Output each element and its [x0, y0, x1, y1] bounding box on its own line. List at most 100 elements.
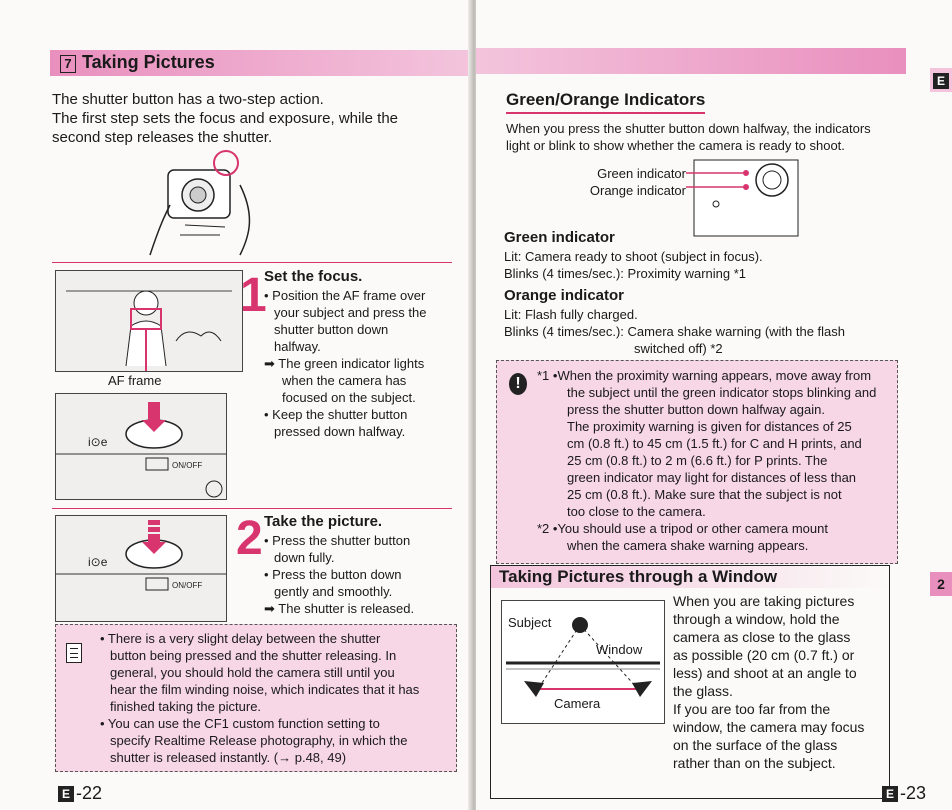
- window-line: rather than on the subject.: [673, 755, 836, 771]
- intro-text: The shutter button has a two-step action…: [52, 90, 398, 147]
- window-angle-diagram: [506, 617, 660, 697]
- step1-line: shutter button down: [274, 322, 389, 337]
- window-line: less) and shoot at an angle to: [673, 665, 857, 681]
- caution-text: *1 •When the proximity warning appears, …: [537, 367, 893, 554]
- divider-step2: [52, 508, 452, 509]
- note-line: shutter is released instantly. (→ p.48, …: [110, 750, 347, 765]
- intro-line: The first step sets the focus and exposu…: [52, 110, 399, 127]
- svg-text:i⊙e: i⊙e: [88, 435, 108, 449]
- chapter-tab: 2: [930, 572, 952, 596]
- step1-text: • Position the AF frame over your subjec…: [264, 287, 454, 440]
- intro-line: second step releases the shutter.: [52, 129, 273, 146]
- intro-line: The shutter button has a two-step action…: [52, 91, 324, 108]
- e-tab-icon: E: [933, 73, 949, 89]
- note-line: general, you should hold the camera stil…: [110, 665, 395, 680]
- camera-top-illustration: i⊙e ON/OFF: [56, 402, 226, 498]
- caution-line: *1 •When the proximity warning appears, …: [537, 368, 872, 383]
- hand-camera-illustration: [149, 150, 251, 256]
- e-badge-icon: E: [881, 785, 898, 802]
- orange-indicator-text: Lit: Flash fully charged. Blinks (4 time…: [504, 306, 924, 357]
- window-line: When you are taking pictures: [673, 593, 855, 609]
- af-frame-label: AF frame: [108, 373, 162, 388]
- intro-line: When you press the shutter button down h…: [506, 121, 871, 136]
- indicators-intro: When you press the shutter button down h…: [506, 120, 926, 154]
- note-line: hear the film winding noise, which indic…: [110, 682, 420, 697]
- page-number-right: E -23: [881, 783, 926, 804]
- window-line: window, the camera may focus: [673, 719, 865, 735]
- note-line: • There is a very slight delay between t…: [100, 631, 381, 646]
- caution-line: green indicator may light for distances …: [567, 470, 857, 485]
- step2-line: gently and smoothly.: [274, 584, 393, 599]
- section-header-band: [50, 50, 470, 76]
- step2-line: ➡ The shutter is released.: [264, 601, 415, 616]
- step1-line: • Keep the shutter button: [264, 407, 408, 422]
- step1-line: your subject and press the: [274, 305, 427, 320]
- step1-line: pressed down halfway.: [274, 424, 406, 439]
- window-line: on the surface of the glass: [673, 737, 838, 753]
- window-line: through a window, hold the: [673, 611, 840, 627]
- step1-line: halfway.: [274, 339, 321, 354]
- divider-step1: [52, 262, 452, 263]
- section-number-box: 7: [60, 55, 76, 73]
- shutter-full-press-photo: i⊙e ON/OFF: [55, 515, 227, 622]
- green-indicator-text: Lit: Camera ready to shoot (subject in f…: [504, 248, 924, 282]
- window-line: as possible (20 cm (0.7 ft.) or: [673, 647, 855, 663]
- indicators-title: Green/Orange Indicators: [506, 90, 706, 114]
- left-page: 7 Taking Pictures The shutter button has …: [0, 0, 470, 810]
- caution-line: the subject until the green indicator st…: [567, 385, 877, 400]
- page-number-text: -22: [76, 783, 103, 803]
- window-label: Window: [596, 642, 643, 657]
- step1-line: ➡ The green indicator lights: [264, 356, 425, 371]
- step1-line: • Position the AF frame over: [264, 288, 426, 303]
- step1-line: focused on the subject.: [282, 390, 416, 405]
- green-indicator-label: Green indicator: [597, 166, 686, 181]
- window-text: When you are taking pictures through a w…: [673, 592, 885, 772]
- camera-label: Camera: [554, 696, 601, 711]
- right-page: E Green/Orange Indicators When you press…: [476, 0, 952, 810]
- note-box: • There is a very slight delay between t…: [55, 624, 457, 772]
- orange-line: Blinks (4 times/sec.): Camera shake warn…: [504, 324, 846, 339]
- note-line: • You can use the CF1 custom function se…: [100, 716, 380, 731]
- step2-line: • Press the button down: [264, 567, 402, 582]
- window-line: the glass.: [673, 683, 733, 699]
- step2-heading: Take the picture.: [264, 513, 383, 530]
- window-section-box: Taking Pictures through a Window Subject…: [490, 565, 890, 799]
- section-heading: 7 Taking Pictures: [60, 52, 215, 73]
- camera-top-illustration: i⊙e ON/OFF: [56, 520, 226, 591]
- step1-heading: Set the focus.: [264, 268, 363, 285]
- orange-indicator-label: Orange indicator: [589, 183, 686, 198]
- green-indicator-heading: Green indicator: [504, 229, 615, 246]
- step1-line: when the camera has: [282, 373, 407, 388]
- step2-line: • Press the shutter button: [264, 533, 411, 548]
- e-badge-icon: E: [58, 785, 74, 802]
- step-number-2: 2: [236, 512, 263, 565]
- step-number-1: 1: [240, 269, 267, 322]
- green-line: Lit: Camera ready to shoot (subject in f…: [504, 249, 763, 264]
- window-section-title: Taking Pictures through a Window: [499, 567, 778, 586]
- note-line: finished taking the picture.: [110, 699, 262, 714]
- page-number-left: E -22: [58, 783, 102, 804]
- note-text: • There is a very slight delay between t…: [100, 630, 452, 766]
- caution-line: when the camera shake warning appears.: [567, 538, 809, 553]
- shutter-half-press-photo: i⊙e ON/OFF: [55, 393, 227, 500]
- header-band-right: [476, 48, 906, 74]
- window-line: If you are too far from the: [673, 701, 831, 717]
- caution-icon: !: [509, 373, 527, 395]
- language-tab: E: [930, 68, 952, 92]
- caution-line: *2 •You should use a tripod or other cam…: [537, 521, 828, 536]
- caution-line: cm (0.8 ft.) to 45 cm (1.5 ft.) for C an…: [567, 436, 862, 451]
- section-title: Taking Pictures: [82, 52, 215, 72]
- caution-line: 25 cm (0.8 ft.). Make sure that the subj…: [567, 487, 842, 502]
- svg-text:ON/OFF: ON/OFF: [172, 581, 202, 590]
- note-line: specify Realtime Release photography, in…: [110, 733, 408, 748]
- window-line: camera as close to the glass: [673, 629, 851, 645]
- green-line: Blinks (4 times/sec.): Proximity warning…: [504, 266, 747, 281]
- orange-indicator-heading: Orange indicator: [504, 287, 625, 304]
- intro-line: light or blink to show whether the camer…: [506, 138, 845, 153]
- orange-line: switched off) *2: [634, 341, 723, 356]
- subject-label: Subject: [508, 615, 552, 630]
- step2-line: down fully.: [274, 550, 335, 565]
- svg-text:i⊙e: i⊙e: [88, 555, 108, 569]
- orange-line: Lit: Flash fully charged.: [504, 307, 638, 322]
